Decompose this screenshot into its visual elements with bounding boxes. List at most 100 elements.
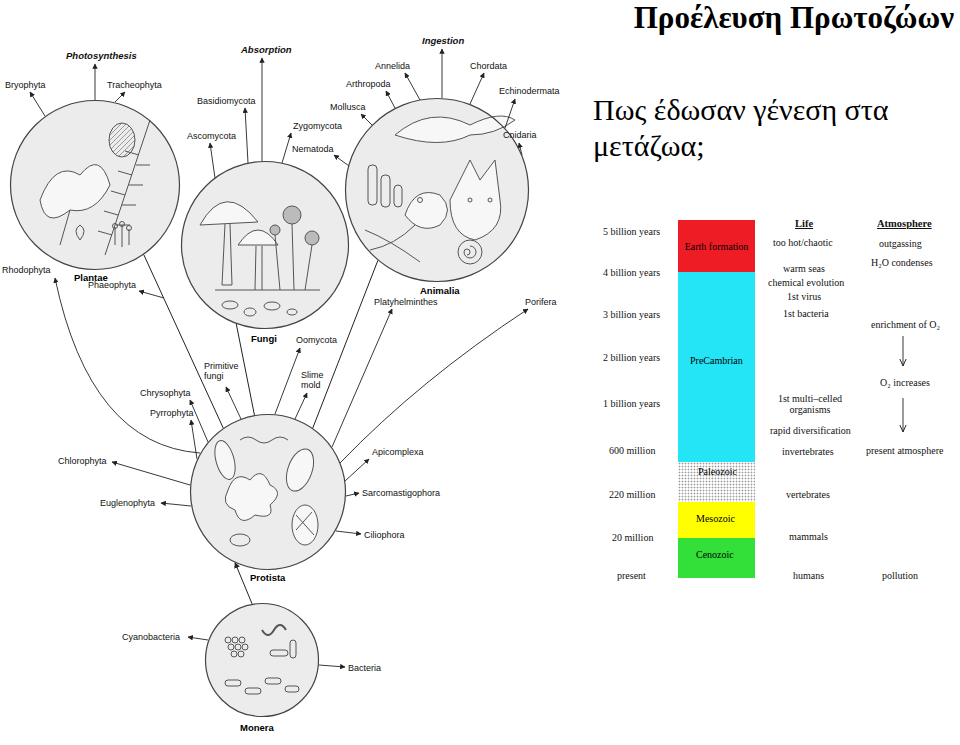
branch-arrow bbox=[161, 503, 191, 506]
circle-outline bbox=[181, 161, 349, 329]
taxon-label: Apicomplexa bbox=[372, 447, 424, 457]
moneran-illustration bbox=[270, 650, 288, 656]
protist-illustration bbox=[296, 512, 314, 535]
taxon-label: Nematoda bbox=[292, 144, 334, 154]
fungus-illustration bbox=[305, 245, 312, 290]
era-name: Paleozoic bbox=[698, 466, 737, 477]
life-event: warm seas bbox=[783, 263, 825, 274]
life-event: too hot/chaotic bbox=[773, 237, 833, 248]
fungus-illustration bbox=[270, 225, 280, 235]
circle-ground bbox=[10, 100, 180, 270]
life-event: 1st multi–celled organisms bbox=[770, 393, 850, 415]
life-event: humans bbox=[793, 570, 824, 581]
fungus-illustration bbox=[292, 224, 294, 290]
moneran-illustration bbox=[262, 625, 286, 635]
atmosphere-event: present atmosphere bbox=[866, 445, 943, 456]
animal-illustration bbox=[488, 198, 492, 202]
plant-illustration bbox=[98, 151, 150, 235]
branch-arrow bbox=[332, 309, 392, 447]
lineage-connector bbox=[235, 563, 252, 604]
branch-arrow bbox=[346, 493, 359, 496]
time-label: 4 billion years bbox=[603, 267, 660, 278]
protist-illustration bbox=[281, 445, 319, 495]
animal-illustration bbox=[450, 160, 501, 240]
fungus-illustration bbox=[222, 224, 232, 285]
fungus-illustration bbox=[275, 235, 280, 290]
era-name: Mesozoic bbox=[696, 513, 735, 524]
circle-outline bbox=[182, 162, 349, 329]
protist-illustration bbox=[211, 438, 239, 481]
fungus-illustration bbox=[200, 202, 258, 225]
circle-ground bbox=[181, 161, 349, 329]
animal-illustration bbox=[458, 240, 482, 264]
branch-arrow bbox=[336, 531, 361, 534]
time-label: 5 billion years bbox=[603, 226, 660, 237]
taxon-label: Ciliophora bbox=[364, 530, 405, 540]
protist-illustration bbox=[292, 505, 318, 545]
animal-illustration bbox=[368, 165, 377, 205]
nutrition-mode: Ingestion bbox=[422, 35, 464, 46]
life-event: 1st bacteria bbox=[783, 308, 829, 319]
time-label: 3 billion years bbox=[603, 309, 660, 320]
protist-illustration bbox=[225, 474, 277, 521]
moneran-illustration bbox=[235, 644, 241, 650]
life-event: 1st virus bbox=[787, 291, 821, 302]
plant-illustration bbox=[127, 226, 132, 231]
animal-illustration bbox=[418, 198, 423, 203]
branch-arrow bbox=[470, 73, 484, 104]
protist-illustration bbox=[240, 437, 288, 443]
branch-arrow bbox=[405, 73, 420, 100]
branch-arrow bbox=[190, 400, 208, 442]
taxon-label: Arthropoda bbox=[346, 79, 391, 89]
branch-arrow bbox=[226, 387, 241, 419]
taxon-label: Cnidaria bbox=[503, 130, 537, 140]
life-event: mammals bbox=[789, 531, 828, 542]
circle-outline bbox=[191, 415, 346, 570]
atmosphere-event: H₂O condenses bbox=[871, 257, 933, 268]
branch-arrow bbox=[442, 49, 443, 98]
time-label: 20 million bbox=[612, 532, 653, 543]
life-event: vertebrates bbox=[786, 489, 830, 500]
fungus-illustration bbox=[244, 308, 256, 316]
plant-illustration bbox=[40, 120, 150, 255]
fungus-illustration bbox=[287, 309, 297, 315]
time-label: 600 million bbox=[609, 445, 655, 456]
animal-illustration bbox=[468, 198, 472, 202]
circle-ground bbox=[190, 414, 346, 570]
fungus-illustration bbox=[264, 302, 280, 310]
circle-outline bbox=[345, 98, 529, 282]
taxon-label: Ascomycota bbox=[187, 131, 236, 141]
taxon-label: Basidiomycota bbox=[197, 96, 256, 106]
taxon-label: Bacteria bbox=[348, 663, 381, 673]
nutrition-mode: Absorption bbox=[241, 44, 292, 55]
kingdom-name: Animalia bbox=[420, 285, 460, 296]
moneran-illustration bbox=[285, 686, 299, 692]
taxon-label: Chrysophyta bbox=[140, 388, 191, 398]
moneran-illustration bbox=[228, 644, 234, 650]
plant-illustration bbox=[60, 210, 70, 245]
circle-ground bbox=[345, 98, 529, 282]
animal-illustration bbox=[464, 246, 476, 258]
circle-outline bbox=[346, 99, 529, 282]
taxon-label: Phaeophyta bbox=[88, 280, 136, 290]
atmosphere-arrow bbox=[903, 336, 904, 366]
branch-arrow bbox=[95, 64, 96, 100]
branch-arrow bbox=[345, 459, 369, 481]
branch-arrow bbox=[112, 462, 190, 485]
taxon-label: Zygomycota bbox=[293, 121, 342, 131]
taxon-label: Annelida bbox=[375, 61, 410, 71]
taxon-label: Chordata bbox=[470, 61, 507, 71]
branch-arrow bbox=[361, 114, 372, 125]
taxon-label: Primitive fungi bbox=[204, 361, 244, 381]
plant-illustration bbox=[113, 224, 118, 229]
taxon-label: Tracheophyta bbox=[107, 80, 162, 90]
kingdom-circle: Plantae bbox=[10, 100, 180, 270]
column-header: Atmosphere bbox=[877, 218, 932, 229]
plant-illustration bbox=[120, 222, 125, 227]
fungus-illustration bbox=[305, 231, 319, 245]
branch-arrow bbox=[295, 393, 307, 419]
animal-illustration bbox=[394, 185, 402, 207]
branch-arrow bbox=[319, 665, 345, 667]
